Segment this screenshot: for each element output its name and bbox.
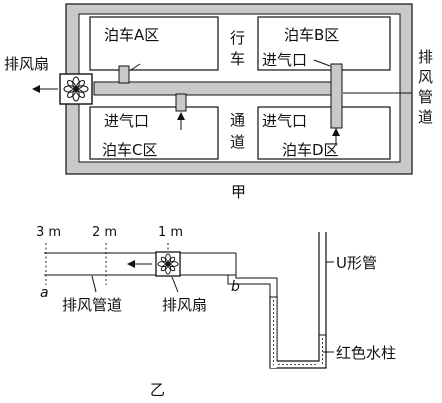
fan-label-jia: 排风扇: [4, 55, 49, 73]
mark-3m-label: 3 m: [36, 225, 61, 240]
right-vertical-duct: [330, 63, 343, 129]
figure-jia: 排风扇 泊车A区 泊车B区 泊车C区 泊车D区 行 车 通 道 进气口 进气口 …: [4, 3, 433, 201]
caption-jia: 甲: [231, 183, 246, 201]
inlet-a-arrow: [130, 63, 141, 71]
duct-label-char-2: 风: [418, 68, 433, 86]
zone-c-label: 泊车C区: [102, 141, 157, 159]
zone-c-wall: [89, 106, 219, 160]
u-tube-label: U形管: [336, 254, 377, 272]
duct-label-char-1: 排: [418, 48, 433, 66]
duct-pointer-yi: [91, 275, 97, 293]
fan-label-yi: 排风扇: [162, 296, 207, 314]
u-tube-outer: [269, 232, 327, 369]
zone-d-wall: [257, 106, 391, 160]
fan-icon: [157, 253, 179, 275]
fan-icon: [63, 76, 89, 102]
horizontal-duct: [93, 81, 343, 96]
zone-b-label: 泊车B区: [284, 26, 339, 44]
zone-a-wall: [89, 16, 219, 71]
connecting-tube: [227, 275, 271, 296]
duct-label-yi: 排风管道: [62, 296, 122, 314]
point-a-label: a: [40, 285, 49, 301]
duct-label-char-4: 道: [418, 108, 433, 126]
mark-1m-label: 1 m: [158, 225, 183, 240]
point-b-label: b: [231, 279, 240, 295]
zone-b-wall: [257, 16, 391, 71]
lane-top-char-2: 车: [230, 50, 245, 68]
water-label: 红色水柱: [336, 344, 396, 362]
mark-2m-label: 2 m: [92, 225, 117, 240]
lane-bottom-char-2: 道: [230, 133, 245, 151]
inlet-c-label: 进气口: [104, 112, 149, 130]
inlet-b-label: 进气口: [262, 51, 307, 69]
inlet-b-pointer: [313, 59, 331, 67]
caption-yi: 乙: [150, 381, 165, 399]
u-tube-inner: [276, 232, 320, 362]
lane-bottom-char-1: 通: [230, 111, 245, 129]
duct-stub-a: [118, 65, 130, 84]
duct-stub-c: [175, 93, 187, 112]
water-hatching: [273, 300, 323, 365]
duct-label-char-3: 管: [418, 88, 433, 106]
lane-top-char-1: 行: [230, 29, 245, 47]
figure-yi: 3 m 2 m 1 m a b 排风管道: [36, 225, 396, 399]
inlet-d-label: 进气口: [262, 112, 307, 130]
zone-a-label: 泊车A区: [104, 26, 159, 44]
fan-pointer-yi: [171, 276, 179, 293]
zone-d-label: 泊车D区: [282, 141, 339, 159]
connecting-tube-inner: [235, 275, 278, 296]
